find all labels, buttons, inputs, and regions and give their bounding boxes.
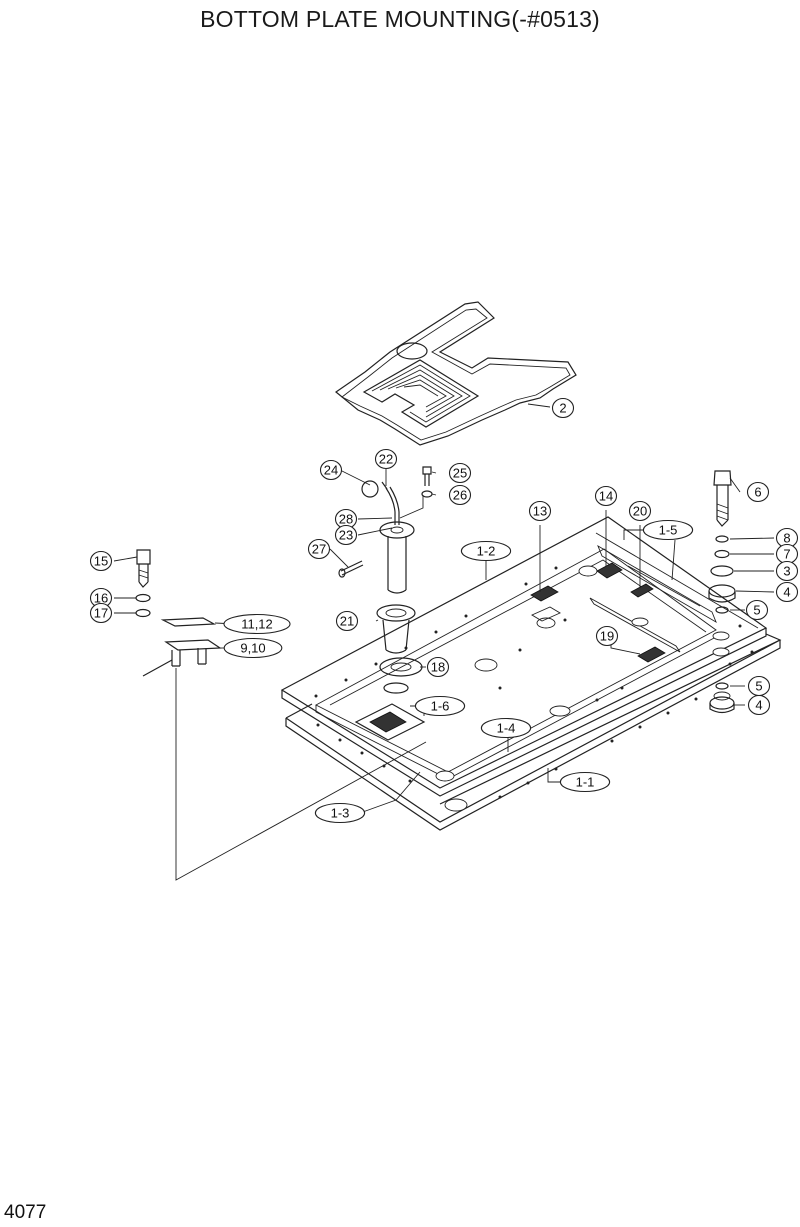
callout-22: 22 [374, 448, 398, 470]
callout-label: 9,10 [240, 641, 265, 656]
mounting-holes [314, 565, 754, 812]
callout-26: 26 [448, 484, 472, 506]
callout-label: 1-1 [576, 775, 595, 790]
callout-1-2: 1-2 [460, 540, 512, 562]
callout-label: 21 [340, 614, 354, 629]
callout-27: 27 [307, 538, 331, 560]
callout-label: 2 [559, 401, 566, 416]
callout-label: 1-2 [477, 544, 496, 559]
callout-23: 23 [334, 524, 358, 546]
callout-2: 2 [551, 397, 575, 419]
callout-11-12: 11,12 [223, 613, 291, 635]
leader-lines [113, 403, 775, 881]
callout-1-3: 1-3 [314, 802, 366, 824]
callout-20: 20 [628, 500, 652, 522]
floor-mat [335, 301, 577, 446]
callout-label: 1-6 [431, 699, 450, 714]
callout-label: 8 [783, 531, 790, 546]
callout-13: 13 [528, 500, 552, 522]
callout-label: 4 [783, 585, 790, 600]
callout-1-6: 1-6 [414, 695, 466, 717]
callout-label: 11,12 [241, 617, 273, 632]
callout-1-4: 1-4 [480, 717, 532, 739]
upper-frame [280, 516, 768, 797]
callout-25: 25 [448, 462, 472, 484]
callout-1-1: 1-1 [559, 771, 611, 793]
callout-19: 19 [595, 625, 619, 647]
callout-1-5: 1-5 [642, 519, 694, 541]
callout-label: 23 [339, 528, 353, 543]
callout-21: 21 [335, 610, 359, 632]
callout-9-10: 9,10 [223, 637, 283, 659]
callout-15: 15 [89, 550, 113, 572]
callout-label: 4 [755, 698, 762, 713]
callout-layer: 224222526282327687345541314201-51-215161… [89, 397, 799, 824]
callout-18: 18 [426, 656, 450, 678]
callout-label: 1-4 [497, 721, 516, 736]
callout-6: 6 [746, 481, 770, 503]
callout-label: 7 [783, 547, 790, 562]
callout-label: 27 [312, 542, 326, 557]
callout-16: 16 [89, 587, 113, 609]
page-title: BOTTOM PLATE MOUNTING(-#0513) [200, 6, 600, 32]
callout-label: 17 [94, 606, 108, 621]
drain-pipe-assembly [338, 466, 433, 694]
callout-label: 18 [431, 660, 445, 675]
callout-label: 6 [754, 485, 761, 500]
callout-28: 28 [334, 508, 358, 530]
cover-plate [354, 703, 426, 741]
callout-label: 20 [633, 504, 647, 519]
callout-label: 3 [783, 564, 790, 579]
mounting-bolt-stack [708, 470, 736, 714]
callout-label: 26 [453, 488, 467, 503]
callout-label: 28 [339, 512, 353, 527]
callout-4b: 4 [747, 694, 771, 716]
callout-label: 16 [94, 591, 108, 606]
callout-label: 24 [324, 463, 338, 478]
callout-14: 14 [594, 485, 618, 507]
page-number: 4077 [4, 1202, 46, 1223]
callout-label: 14 [599, 489, 613, 504]
callout-4a: 4 [775, 581, 799, 603]
callout-3: 3 [775, 560, 799, 582]
callout-label: 19 [600, 629, 614, 644]
callout-label: 1-5 [659, 523, 678, 538]
bottom-plate [285, 633, 782, 831]
callout-label: 5 [753, 603, 760, 618]
callout-label: 25 [453, 466, 467, 481]
callout-label: 5 [755, 679, 762, 694]
bracket-parts [135, 549, 222, 677]
callout-24: 24 [319, 459, 343, 481]
grommets [530, 562, 666, 663]
page-number-text: 4077 [4, 1202, 46, 1223]
callout-label: 13 [533, 504, 547, 519]
callout-label: 15 [94, 554, 108, 569]
callout-5b: 5 [747, 675, 771, 697]
callout-5a: 5 [745, 599, 769, 621]
callout-label: 22 [379, 452, 393, 467]
callout-7: 7 [775, 543, 799, 565]
callout-17: 17 [89, 602, 113, 624]
callout-label: 1-3 [331, 806, 350, 821]
